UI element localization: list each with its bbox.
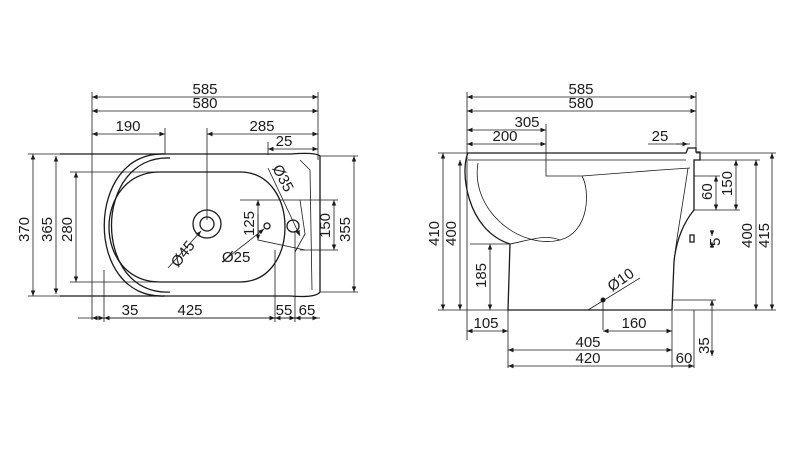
top-bottom-rear: 65 [299,302,316,319]
side-view: 585 580 305 200 25 410 400 185 Ø10 105 1… [426,81,776,369]
side-view-outline [464,147,701,311]
side-foot-length: 405 [575,334,600,351]
top-width-outer: 370 [16,217,33,242]
side-base-height: 185 [473,263,490,288]
side-fix-diameter: Ø10 [605,265,638,295]
top-view: 585 580 190 285 25 Ø35 Ø45 Ø25 125 370 3… [16,81,358,322]
top-tap-to-rim: 285 [249,118,274,135]
side-overall-length: 585 [568,81,593,98]
side-rear-height-1: 60 [699,183,716,200]
side-fix-distance: 160 [621,315,646,332]
top-view-outline [60,152,321,298]
side-rear-step-small: 5 [707,238,724,246]
top-overflow-height: 125 [241,211,258,236]
side-inner-offset: 200 [492,128,517,145]
top-overflow: Ø25 [222,249,250,266]
top-bottom-front: 35 [122,302,139,319]
side-body-height: 400 [443,221,460,246]
side-rear-total-height: 415 [756,223,773,248]
side-rear-body-height: 400 [739,223,756,248]
side-body-length: 580 [568,95,593,112]
top-wall-width: 355 [337,217,354,242]
side-view-dimensions [438,92,776,369]
top-width-body: 365 [39,217,56,242]
side-base-front: 105 [473,315,498,332]
top-view-dimensions [28,92,358,322]
side-floor-gap: 35 [696,337,713,354]
top-front-offset: 190 [115,118,140,135]
top-bowl-width: 280 [59,217,76,242]
top-bowl-drain: Ø45 [168,238,199,271]
top-hole-spacing: 150 [317,213,334,238]
side-total-height: 410 [426,221,443,246]
top-body-length: 580 [192,95,217,112]
top-bottom-mid: 55 [276,302,293,319]
top-rim-edge: 25 [276,133,293,150]
side-top-offset: 305 [514,114,539,131]
top-overall-length: 585 [192,81,217,98]
top-bottom-bowl: 425 [177,302,202,319]
side-floor-length: 420 [575,350,600,367]
side-floor-rear: 60 [676,350,693,367]
side-rear-step: 25 [652,128,669,145]
side-rear-height-2: 150 [719,171,736,196]
